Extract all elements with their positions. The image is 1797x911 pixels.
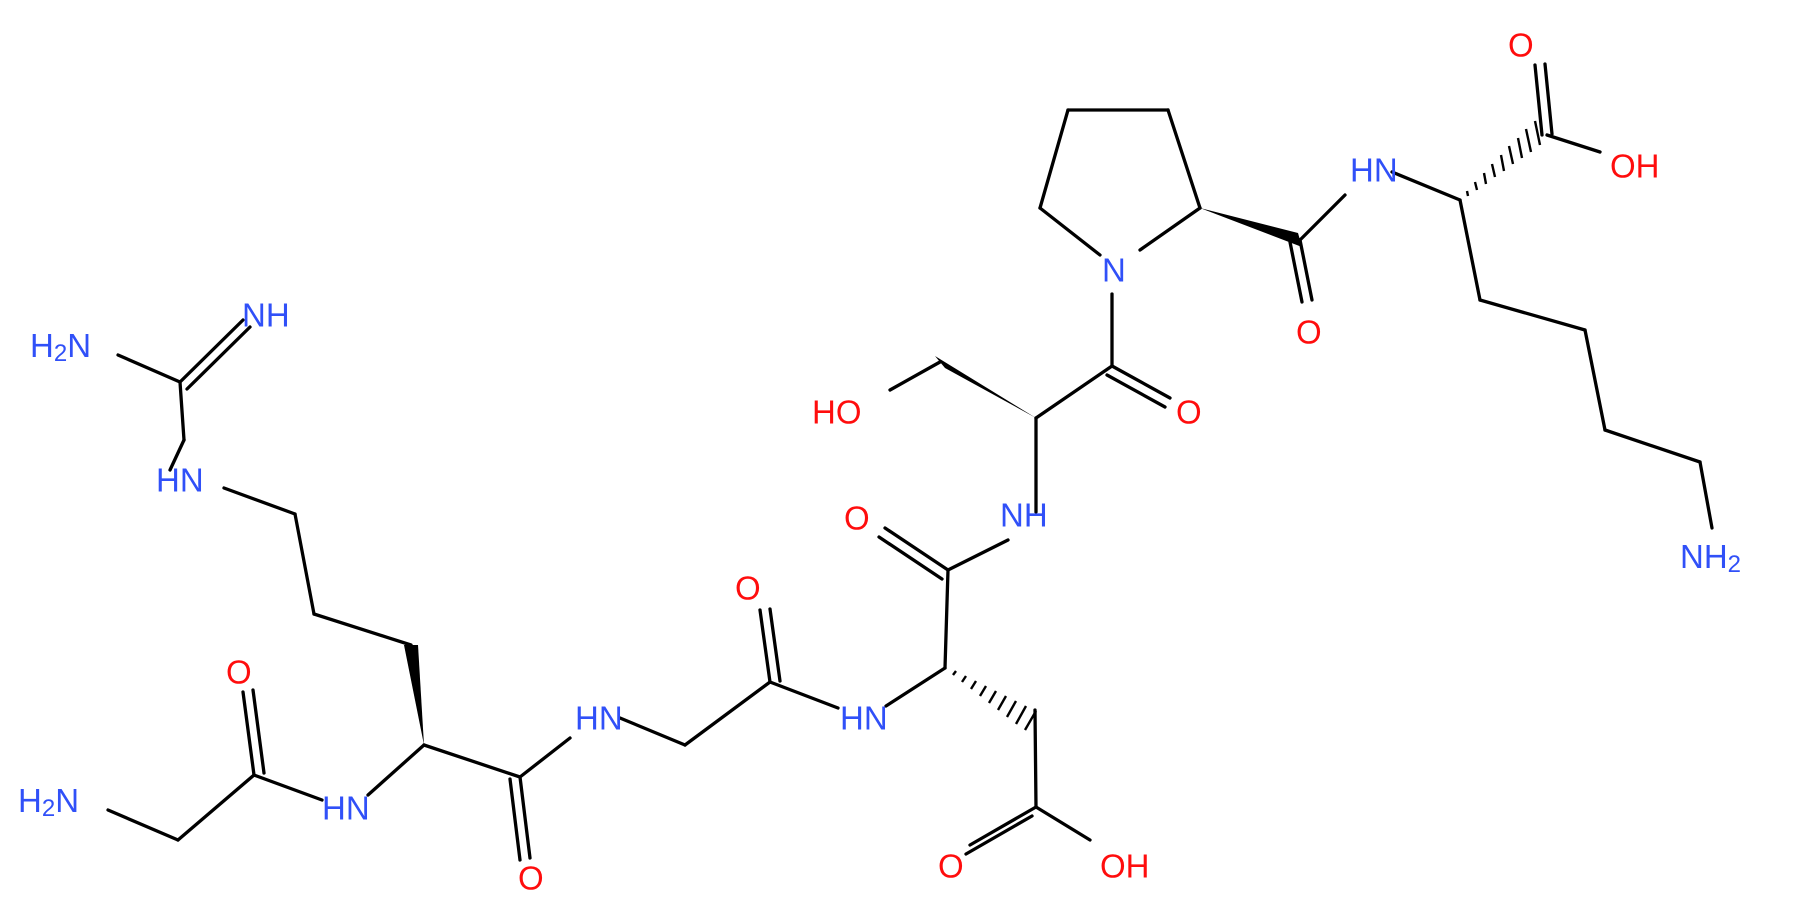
atom-n-guanidine-h2n: H2N <box>30 327 91 367</box>
stereo-layer <box>404 120 1542 745</box>
atom-n-guanidine-hn: HN <box>156 462 204 499</box>
atom-o-asp-carbonyl: O <box>844 500 870 537</box>
bond <box>1166 108 1202 210</box>
bond <box>422 743 522 779</box>
stereo-wedge-bold <box>1200 208 1302 247</box>
bond <box>222 486 297 516</box>
bond <box>178 318 245 384</box>
bond <box>252 773 324 802</box>
bond <box>1034 805 1092 842</box>
atom-n-gly: H2N <box>18 782 79 822</box>
atom-label-layer: H2N O HN H2N NH HN O HN O HN O O OH NH H… <box>18 27 1741 897</box>
bond <box>1033 708 1038 809</box>
bond <box>293 512 316 616</box>
atom-o-gly2: O <box>735 570 761 607</box>
bond <box>758 608 772 684</box>
bond <box>106 808 180 842</box>
atom-o-arg: O <box>518 860 544 897</box>
bond <box>241 690 256 777</box>
bond <box>251 688 266 775</box>
bond <box>683 680 772 747</box>
bond <box>1478 298 1587 332</box>
atom-n-lys-epsilon: NH2 <box>1680 538 1741 578</box>
bond <box>176 773 256 842</box>
bond <box>1105 373 1167 409</box>
bond <box>877 535 944 581</box>
bond <box>312 612 413 647</box>
bond <box>518 775 532 860</box>
atom-n-lys: HN <box>1350 152 1398 189</box>
atom-o-lys: O <box>1508 27 1534 64</box>
bond <box>1533 63 1544 137</box>
atom-n-pro: N <box>1102 252 1126 289</box>
bond <box>768 607 782 683</box>
bond <box>768 680 840 710</box>
bond <box>1390 170 1462 202</box>
atom-o-pro: O <box>1296 314 1322 351</box>
stereo-wedge-hashed <box>1465 120 1542 197</box>
bond <box>1583 328 1607 432</box>
bond <box>943 568 950 670</box>
bond <box>508 777 522 862</box>
atom-o-gly: O <box>226 654 252 691</box>
bond <box>1110 364 1172 400</box>
bond <box>964 814 1034 856</box>
bond <box>185 325 252 391</box>
atom-oh-asp: OH <box>1100 848 1150 885</box>
atom-oh-lys: OH <box>1610 148 1660 185</box>
bond <box>1288 240 1304 304</box>
bond <box>366 743 426 797</box>
bond <box>116 353 182 384</box>
bond-layer <box>106 62 1714 862</box>
atom-o-asp-side: O <box>938 848 964 885</box>
bond <box>888 360 942 392</box>
stereo-wedge-bold <box>404 645 424 745</box>
stereo-wedge-bold <box>935 356 1036 418</box>
bond <box>1034 364 1114 420</box>
atom-n-gly2: HN <box>575 700 623 737</box>
bond <box>1543 62 1554 136</box>
bond <box>168 438 186 472</box>
bond <box>1038 206 1102 257</box>
atom-o-ser: O <box>1176 394 1202 431</box>
bond <box>1603 428 1702 464</box>
bond <box>1545 133 1602 154</box>
bond <box>1458 198 1482 302</box>
bond <box>1298 193 1347 242</box>
bond <box>178 380 186 442</box>
atom-n-arg: HN <box>322 790 370 827</box>
atom-n-ser: NH <box>1000 497 1048 534</box>
atom-n-asp: HN <box>840 700 888 737</box>
bond <box>518 736 572 779</box>
atom-n-guanidine-nh: NH <box>242 297 290 334</box>
atom-oh-ser: HO <box>812 394 862 431</box>
bond <box>946 538 1010 572</box>
bond <box>618 716 687 747</box>
stereo-wedge-hashed <box>952 670 1038 731</box>
bond <box>1298 238 1314 302</box>
bond <box>1038 108 1070 210</box>
bond <box>968 805 1038 847</box>
bond <box>883 526 950 572</box>
bond <box>1138 206 1202 252</box>
bond <box>1698 460 1714 530</box>
bond <box>884 666 947 708</box>
